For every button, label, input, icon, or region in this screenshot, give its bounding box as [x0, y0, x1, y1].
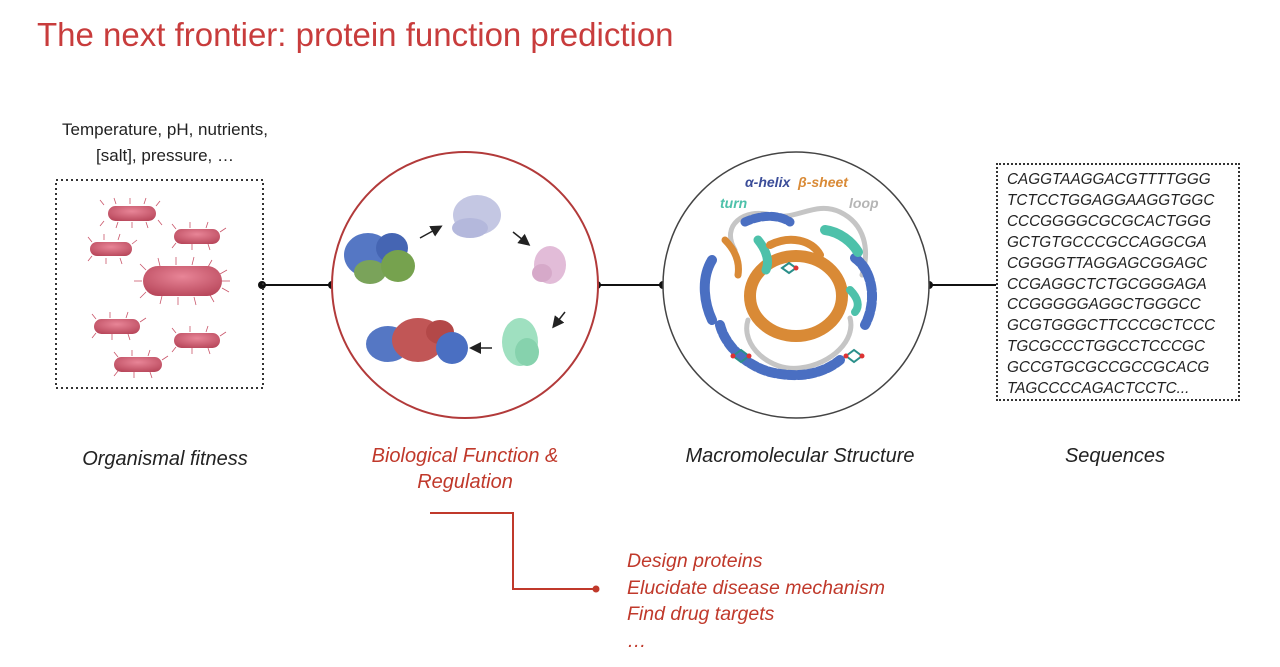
- conditions-line-1: Temperature, pH, nutrients,: [62, 120, 268, 139]
- label-sheet: β-sheet: [797, 174, 849, 190]
- sequence-line: TCTCCTGGAGGAAGGTGGC: [1007, 191, 1215, 209]
- bacteria-illustration: [87, 197, 230, 379]
- sequence-line: GCCGTGCGCCGCCGCACG: [1007, 359, 1210, 377]
- application-item: …: [627, 629, 647, 652]
- bacterium-icon: [91, 311, 147, 341]
- application-item: Design proteins: [627, 550, 763, 572]
- bacterium-icon: [87, 233, 138, 265]
- callout-line: [430, 512, 596, 590]
- page-title: The next frontier: protein function pred…: [37, 16, 674, 53]
- ligand-icon: [780, 261, 799, 275]
- environment-conditions: Temperature, pH, nutrients, [salt], pres…: [40, 117, 290, 169]
- function-circle: [331, 151, 599, 419]
- ligand-icon: [843, 348, 865, 364]
- label-loop: loop: [849, 195, 879, 211]
- applications-list: Design proteins Elucidate disease mechan…: [627, 548, 885, 654]
- application-item: Elucidate disease mechanism: [627, 576, 885, 599]
- conditions-line-2: [salt], pressure, …: [96, 146, 234, 165]
- protein-complex-illustration: [344, 195, 566, 366]
- sequence-line: GCTGTGCCCGCCAGGCGA: [1007, 233, 1207, 251]
- ligand-icon: [730, 348, 752, 364]
- caption-sequences: Sequences: [1064, 445, 1166, 467]
- sequence-box: CAGGTAAGGACGTTTTGGG TCTCCTGGAGGAAGGTGGC …: [996, 163, 1240, 401]
- sequence-line: TAGCCCCAGACTCCTC...: [1007, 380, 1190, 398]
- sequence-line: CAGGTAAGGACGTTTTGGG: [1007, 171, 1211, 188]
- protein-blob-lavender: [452, 195, 501, 238]
- arrow-icon: [419, 225, 443, 239]
- bacterium-icon: [99, 197, 163, 229]
- sequence-line: CCGAGGCTCTGCGGGAGA: [1007, 275, 1207, 293]
- bacterium-icon: [134, 256, 230, 306]
- protein-blob-mint: [502, 318, 539, 366]
- label-helix: α-helix: [745, 174, 791, 190]
- sequence-line: CCGGGGGAGGCTGGGCC: [1007, 296, 1201, 314]
- application-item: Find drug targets: [627, 603, 775, 625]
- caption-macromolecular-structure: Macromolecular Structure: [685, 445, 915, 467]
- sequence-line: CCCGGGGCGCGCACTGGG: [1007, 212, 1211, 230]
- bacterium-icon: [171, 221, 227, 251]
- caption-organismal-fitness: Organismal fitness: [82, 448, 248, 470]
- sequence-line: GCGTGGGCTTCCCGCTCCC: [1007, 317, 1216, 335]
- bacterium-icon: [113, 349, 169, 379]
- arrow-icon: [552, 311, 566, 329]
- organism-box: [55, 179, 264, 389]
- arrow-icon: [512, 231, 531, 246]
- sequence-line: CGGGGTTAGGAGCGGAGC: [1007, 254, 1208, 272]
- protein-blob-pink: [532, 246, 566, 284]
- protein-blob-blue-green: [344, 233, 415, 284]
- protein-structure-illustration: [699, 205, 877, 381]
- bacterium-icon: [171, 325, 227, 355]
- caption-biological-function: Biological Function & Regulation: [371, 445, 559, 493]
- label-turn: turn: [720, 195, 747, 211]
- callout-dot: [592, 585, 600, 593]
- sequence-line: TGCGCCCTGGCCTCCCGC: [1007, 338, 1205, 356]
- protein-blob-complex: [366, 318, 468, 364]
